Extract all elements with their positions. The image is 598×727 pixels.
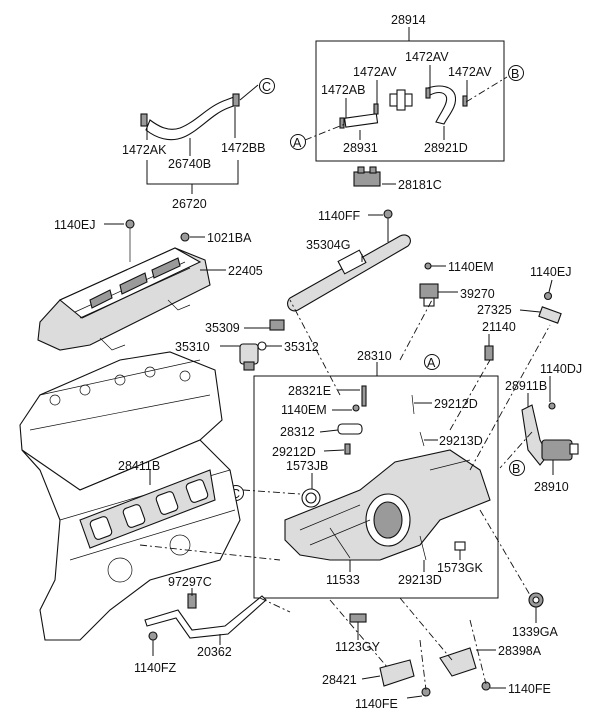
- label-26740B: 26740B: [168, 157, 211, 171]
- ref-label-C-mid: C: [231, 487, 240, 501]
- label-1339GA: 1339GA: [512, 625, 559, 639]
- label-35310: 35310: [175, 340, 210, 354]
- label-1472AK: 1472AK: [122, 143, 167, 157]
- label-1472BB: 1472BB: [221, 141, 265, 155]
- label-29213D-b: 29213D: [398, 573, 442, 587]
- label-1140DJ: 1140DJ: [540, 362, 582, 376]
- label-1140FE-a: 1140FE: [355, 697, 398, 711]
- label-1472AV-c: 1472AV: [448, 65, 492, 79]
- ref-circle-A-mid: [424, 354, 440, 370]
- label-28312: 28312: [280, 425, 315, 439]
- label-39270: 39270: [460, 287, 495, 301]
- label-1123GY: 1123GY: [335, 640, 381, 654]
- part-1123GY: [349, 613, 367, 640]
- label-27325: 27325: [477, 303, 512, 317]
- ref-label-C-top: C: [262, 80, 271, 94]
- label-35309: 35309: [205, 321, 240, 335]
- part-21140: [484, 334, 494, 361]
- label-26720: 26720: [172, 197, 207, 211]
- part-26740B-hose: [140, 84, 259, 194]
- part-35304G-fuel-rail: [287, 209, 411, 312]
- part-brackets: [361, 647, 506, 699]
- intake-manifold-group: [253, 362, 499, 599]
- label-28911B: 28911B: [505, 379, 547, 393]
- part-35310-injector: [220, 319, 285, 371]
- label-28181C: 28181C: [398, 178, 442, 192]
- label-28921D: 28921D: [424, 141, 468, 155]
- label-97297C: 97297C: [168, 575, 212, 589]
- label-29212D-b: 29212D: [272, 445, 316, 459]
- ref-circle-A: [290, 134, 306, 150]
- part-22405-engine-cover: [37, 219, 211, 351]
- label-1140FZ: 1140FZ: [134, 661, 177, 675]
- label-28910: 28910: [534, 480, 569, 494]
- relation-dash-lines: [139, 299, 551, 691]
- label-20362: 20362: [197, 645, 232, 659]
- label-21140: 21140: [482, 320, 516, 334]
- label-11533: 11533: [326, 573, 360, 587]
- label-22405: 22405: [228, 264, 263, 278]
- label-28398A: 28398A: [498, 644, 542, 658]
- label-29213D-a: 29213D: [439, 434, 483, 448]
- label-1140EJ-a: 1140EJ: [54, 218, 95, 232]
- label-35304G: 35304G: [306, 238, 350, 252]
- part-1339GA: [528, 592, 544, 623]
- part-39270-sensor: [419, 262, 458, 307]
- part-20362-pipe: [144, 588, 267, 656]
- label-1140FE-b: 1140FE: [508, 682, 551, 696]
- label-1140EM-b: 1140EM: [281, 403, 327, 417]
- label-1140EM-a: 1140EM: [448, 260, 494, 274]
- label-1140EJ-b: 1140EJ: [530, 265, 571, 279]
- ref-label-A: A: [293, 136, 302, 150]
- label-28411B: 28411B: [118, 459, 160, 473]
- label-1472AB: 1472AB: [321, 83, 365, 97]
- label-35312: 35312: [284, 340, 319, 354]
- label-1472AV-a: 1472AV: [353, 65, 397, 79]
- label-1472AV-b: 1472AV: [405, 50, 449, 64]
- ref-label-B-mid: B: [512, 462, 520, 476]
- pcv-hose-group: [304, 27, 508, 162]
- ref-label-A-mid: A: [427, 356, 436, 370]
- engine-block: [19, 351, 241, 641]
- label-28931: 28931: [343, 141, 378, 155]
- ref-circle-C-top: [259, 78, 275, 94]
- label-1140FF: 1140FF: [318, 209, 361, 223]
- ref-circle-B-mid: [509, 460, 525, 476]
- label-1573JB: 1573JB: [286, 459, 328, 473]
- label-28421: 28421: [322, 673, 357, 687]
- part-28181C: [353, 166, 396, 187]
- part-28910-solenoid: [499, 376, 579, 475]
- ref-circle-B: [508, 65, 524, 81]
- label-29212D-a: 29212D: [434, 397, 478, 411]
- label-1021BA: 1021BA: [207, 231, 252, 245]
- ref-label-B: B: [511, 67, 519, 81]
- label-28914: 28914: [391, 13, 426, 27]
- part-27325: [519, 279, 562, 324]
- label-28321E: 28321E: [288, 384, 331, 398]
- label-1573GK: 1573GK: [437, 561, 484, 575]
- label-28310: 28310: [357, 349, 392, 363]
